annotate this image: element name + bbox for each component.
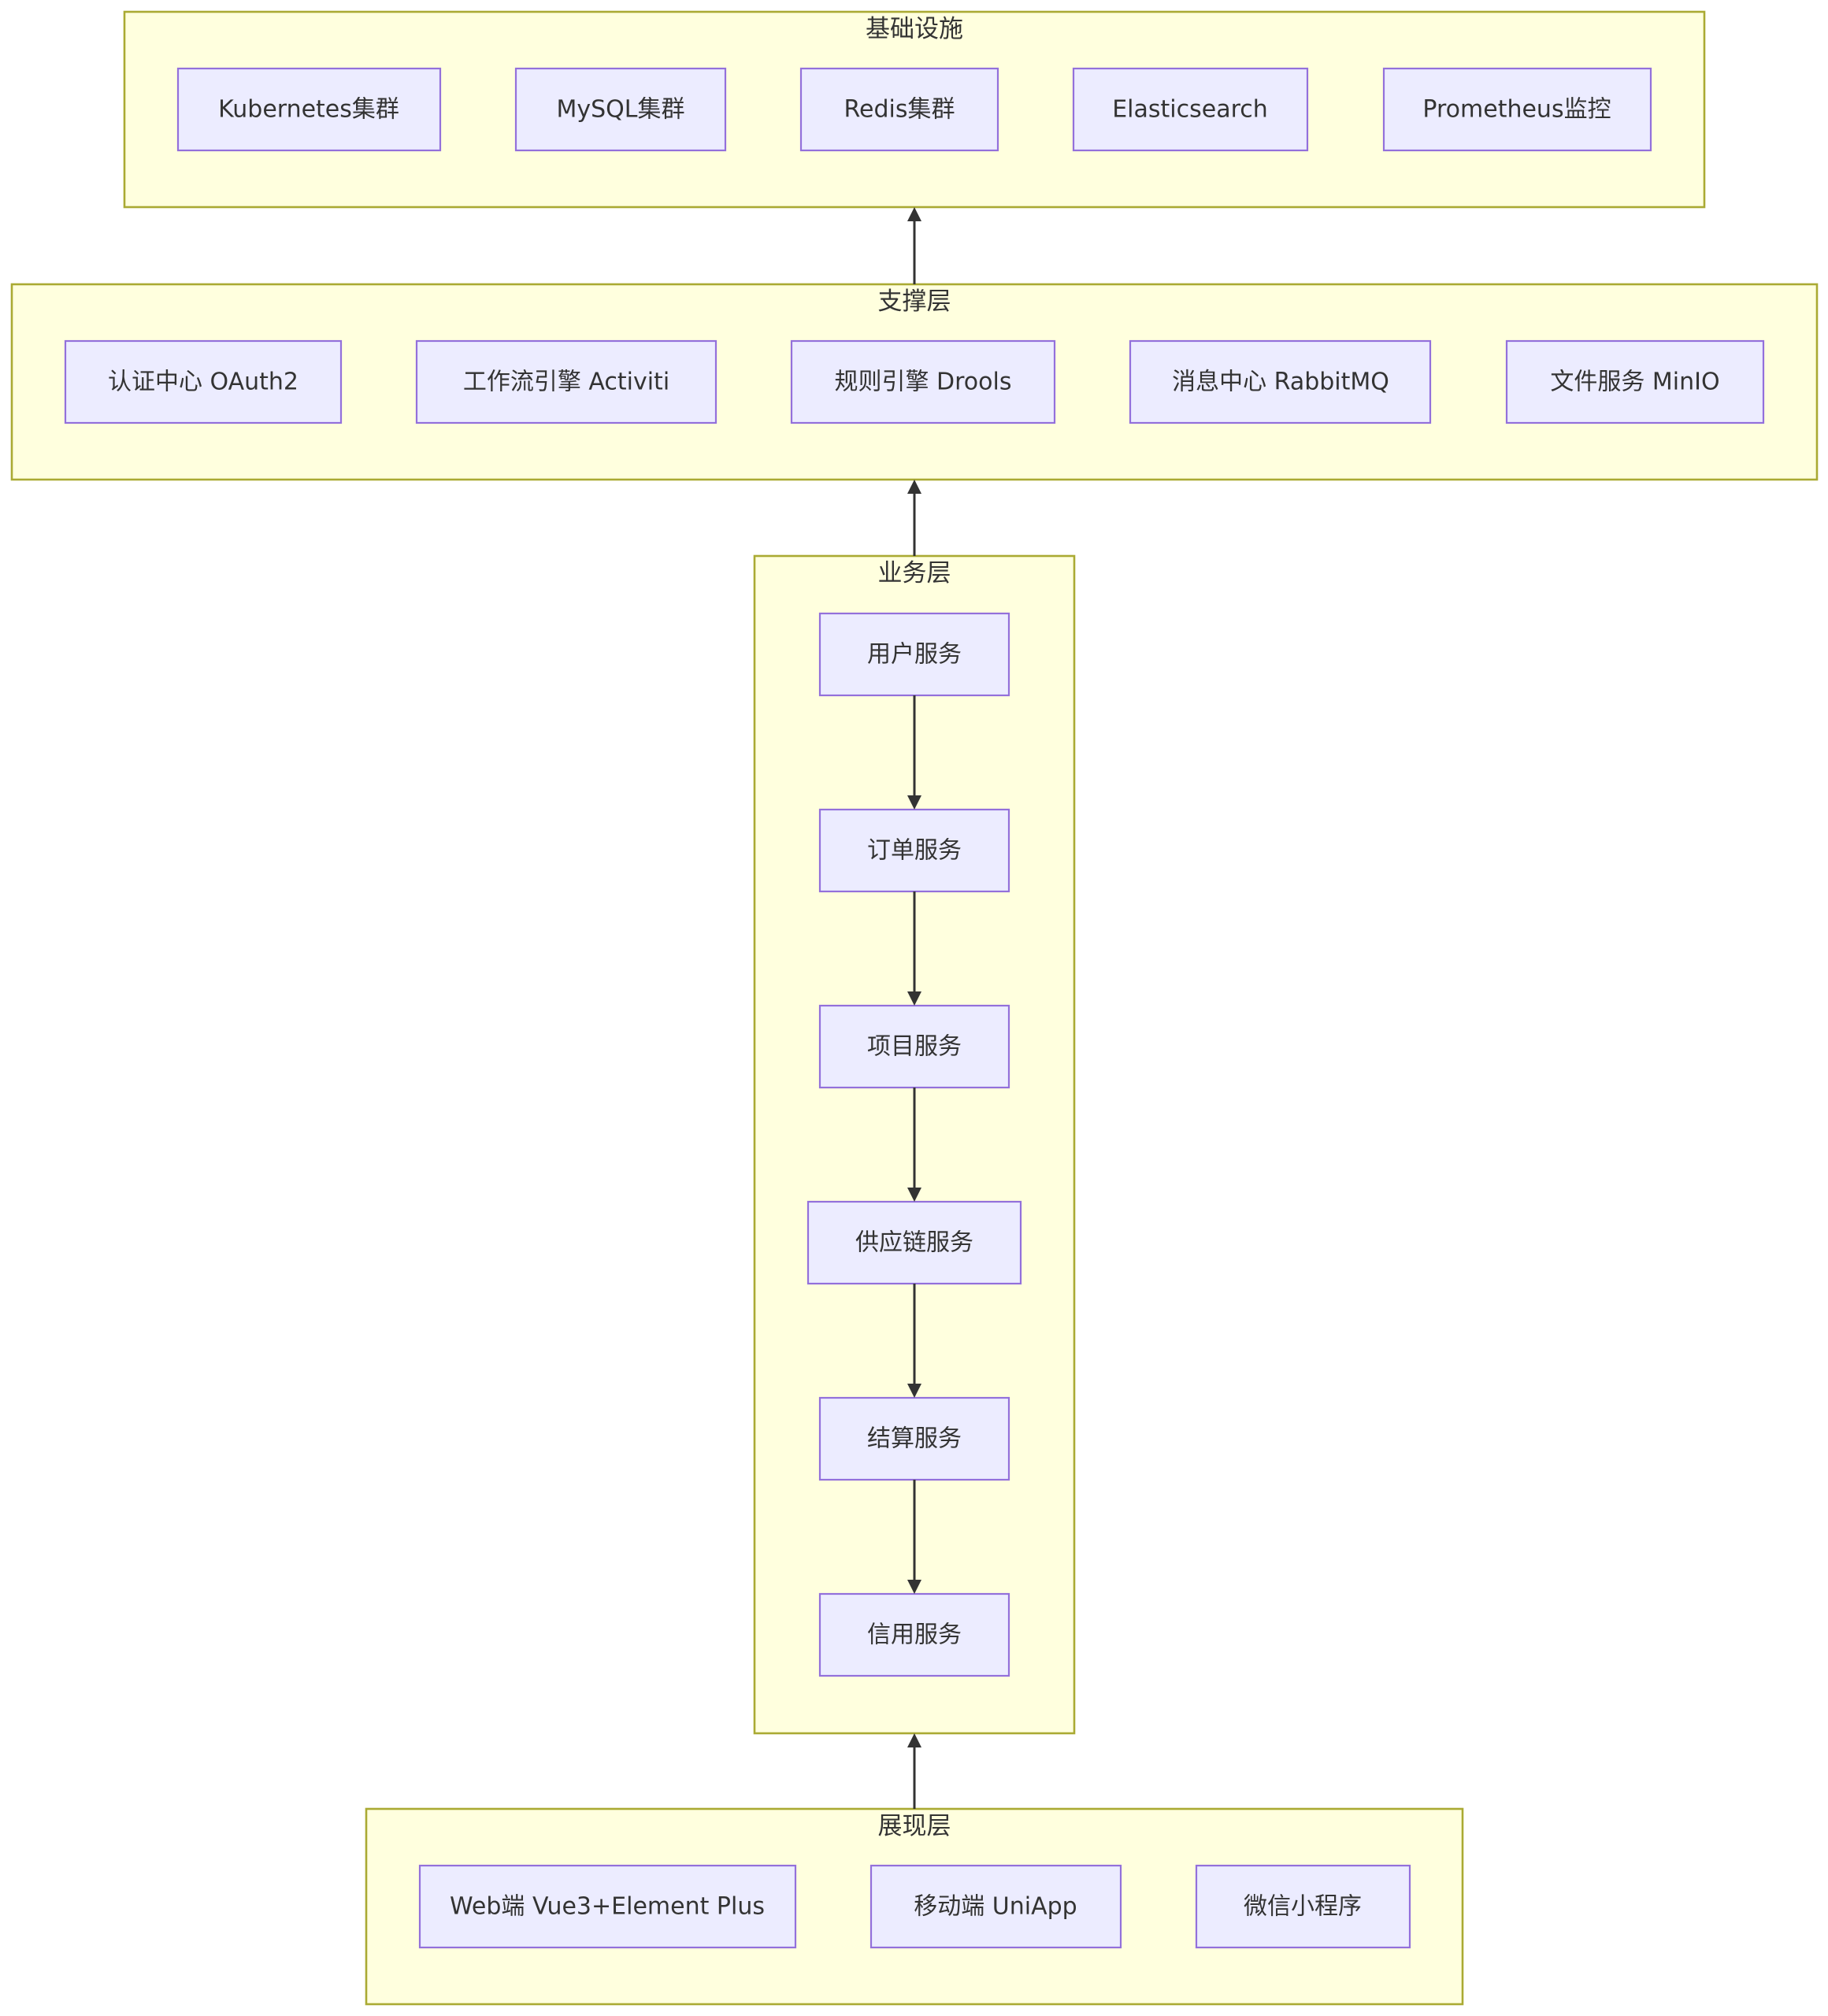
svg-text:Redis集群: Redis集群 [844,96,955,124]
cluster-presentation: 展现层 Web端 Vue3+Element Plus 移动端 UniApp 微信… [365,1807,1464,2006]
cluster-business-title: 业务层 [878,559,951,587]
node-user-service: 用户服务 [818,612,1010,697]
svg-text:微信小程序: 微信小程序 [1244,1893,1362,1921]
cluster-infrastructure: 基础设施 Kubernetes集群 MySQL集群 Redis集群 Elasti… [123,10,1706,209]
svg-text:MySQL集群: MySQL集群 [556,96,684,124]
svg-text:消息中心 RabbitMQ: 消息中心 RabbitMQ [1172,369,1389,396]
node-settlement-service: 结算服务 [818,1396,1010,1481]
node-web-client: Web端 Vue3+Element Plus [418,1864,797,1949]
svg-text:项目服务: 项目服务 [867,1033,962,1061]
node-project-service: 项目服务 [818,1004,1010,1089]
node-activiti: 工作流引擎 Activiti [415,339,717,424]
cluster-infrastructure-title: 基础设施 [866,15,963,43]
node-supply-chain-service: 供应链服务 [806,1200,1022,1285]
edge-supply-chain-to-settlement [907,1284,921,1398]
node-drools: 规则引擎 Drools [790,339,1056,424]
svg-text:供应链服务: 供应链服务 [855,1229,973,1257]
node-prometheus: Prometheus监控 [1382,67,1652,152]
svg-text:移动端 UniApp: 移动端 UniApp [914,1893,1077,1921]
node-minio: 文件服务 MinIO [1505,339,1765,424]
svg-text:订单服务: 订单服务 [867,837,962,865]
cluster-support-title: 支撑层 [878,287,951,316]
cluster-presentation-title: 展现层 [878,1812,951,1840]
edge-support-to-infrastructure [907,207,921,284]
edge-order-to-project [907,891,921,1006]
node-elasticsearch: Elasticsearch [1072,67,1309,152]
svg-text:认证中心 OAuth2: 认证中心 OAuth2 [108,369,298,396]
svg-text:Elasticsearch: Elasticsearch [1112,96,1268,124]
svg-text:结算服务: 结算服务 [867,1425,962,1453]
node-order-service: 订单服务 [818,808,1010,893]
edges [907,207,921,1809]
edge-business-to-support [907,480,921,556]
svg-text:规则引擎 Drools: 规则引擎 Drools [835,369,1012,396]
edge-presentation-to-business [907,1733,921,1809]
node-wechat-miniprogram: 微信小程序 [1195,1864,1411,1949]
svg-text:用户服务: 用户服务 [867,641,962,669]
edge-project-to-supply-chain [907,1088,921,1202]
cluster-support: 支撑层 认证中心 OAuth2 工作流引擎 Activiti 规则引擎 Droo… [10,283,1819,481]
svg-text:信用服务: 信用服务 [867,1621,962,1649]
svg-text:Prometheus监控: Prometheus监控 [1422,96,1611,124]
node-oauth2: 认证中心 OAuth2 [64,339,343,424]
svg-text:工作流引擎 Activiti: 工作流引擎 Activiti [463,369,669,396]
node-kubernetes: Kubernetes集群 [176,67,442,152]
node-mysql: MySQL集群 [514,67,727,152]
node-credit-service: 信用服务 [818,1592,1010,1677]
svg-text:Kubernetes集群: Kubernetes集群 [218,96,399,124]
node-rabbitmq: 消息中心 RabbitMQ [1129,339,1432,424]
node-redis: Redis集群 [799,67,999,152]
svg-text:文件服务 MinIO: 文件服务 MinIO [1550,369,1719,396]
edge-settlement-to-credit [907,1480,921,1594]
node-mobile-client: 移动端 UniApp [870,1864,1122,1949]
edge-user-to-order [907,695,921,810]
svg-text:Web端 Vue3+Element Plus: Web端 Vue3+Element Plus [450,1893,765,1921]
